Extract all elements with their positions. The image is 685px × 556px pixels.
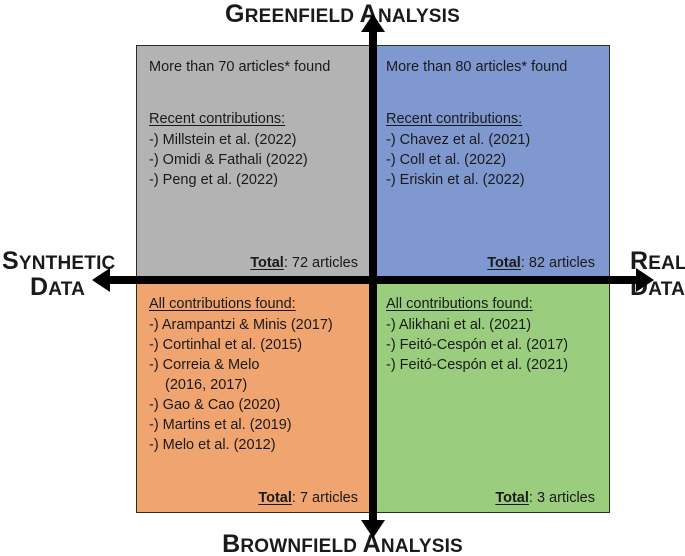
axis-label-left-rest2: ATA: [48, 279, 86, 301]
quadrant-bottom-right-content: All contributions found: -) Alikhani et …: [386, 295, 597, 508]
quadrant-top-left-subheading: Recent contributions:: [149, 111, 286, 128]
quadrant-bottom-left-content: All contributions found: -) Arampantzi &…: [149, 295, 360, 508]
axis-label-right-rest2: ATA: [648, 279, 685, 301]
horizontal-axis-line: [106, 276, 640, 284]
quadrant-top-left-list: -) Millstein et al. (2022) -) Omidi & Fa…: [149, 130, 360, 190]
quadrant-top-right-headline: More than 80 articles* found: [386, 59, 568, 75]
list-item: -) Coll et al. (2022): [386, 152, 507, 169]
total-label: Total: [487, 255, 521, 271]
quadrant-bottom-left: All contributions found: -) Arampantzi &…: [136, 280, 373, 513]
quadrant-bottom-left-total: Total: 7 articles: [258, 490, 358, 506]
list-item: -) Peng et al. (2022): [149, 172, 278, 189]
axis-label-bottom-cap1: B: [222, 530, 241, 556]
total-value: : 7 articles: [291, 490, 358, 506]
axis-label-top: GREENFIELD ANALYSIS: [0, 1, 685, 27]
axis-label-bottom-rest1: ROWNFIELD: [240, 536, 358, 556]
axis-label-left-cap2: D: [30, 273, 49, 302]
arrow-left-icon: [92, 268, 110, 292]
list-item: -) Gao & Cao (2020): [149, 397, 281, 414]
axis-label-top-rest2: NALYSIS: [377, 6, 460, 27]
list-item: -) Omidi & Fathali (2022): [149, 152, 308, 169]
quadrant-bottom-left-list: -) Arampantzi & Minis (2017) -) Cortinha…: [149, 315, 360, 455]
axis-label-top-rest1: REENFIELD: [244, 6, 355, 27]
quadrant-top-left-content: More than 70 articles* found Recent cont…: [149, 58, 360, 273]
list-item: -) Alikhani et al. (2021): [386, 317, 532, 334]
axis-label-left-rest1: YNTHETIC: [18, 253, 116, 274]
list-item-continuation: (2016, 2017): [165, 377, 248, 394]
list-item: -) Feitó-Cespón et al. (2017): [386, 337, 569, 354]
quadrant-top-right: More than 80 articles* found Recent cont…: [373, 45, 610, 280]
list-item: -) Millstein et al. (2022): [149, 132, 297, 149]
list-item: -) Eriskin et al. (2022): [386, 172, 525, 189]
axis-label-left-cap1: S: [2, 247, 19, 275]
arrow-down-icon: [361, 520, 385, 538]
quadrant-top-right-subheading: Recent contributions:: [386, 111, 523, 128]
list-item: -) Martins et al. (2019): [149, 417, 292, 434]
axis-label-right-rest1: EAL: [648, 253, 685, 274]
axis-label-bottom-rest2: NALYSIS: [380, 536, 463, 556]
total-value: : 82 articles: [520, 255, 595, 271]
quadrant-top-left-headline: More than 70 articles* found: [149, 59, 331, 75]
quadrant-top-right-list: -) Chavez et al. (2021) -) Coll et al. (…: [386, 130, 597, 190]
total-label: Total: [250, 255, 284, 271]
quadrant-bottom-right: All contributions found: -) Alikhani et …: [373, 280, 610, 513]
arrow-right-icon: [636, 268, 654, 292]
quadrant-top-left: More than 70 articles* found Recent cont…: [136, 45, 373, 280]
list-item: -) Cortinhal et al. (2015): [149, 337, 303, 354]
total-value: : 3 articles: [528, 490, 595, 506]
quadrant-bottom-right-total: Total: 3 articles: [495, 490, 595, 506]
total-label: Total: [258, 490, 292, 506]
list-item: -) Melo et al. (2012): [149, 437, 276, 454]
quadrant-matrix: More than 70 articles* found Recent cont…: [136, 45, 610, 513]
axis-label-left-line2: DATA: [30, 274, 132, 300]
arrow-up-icon: [361, 14, 385, 32]
axis-label-bottom: BROWNFIELD ANALYSIS: [0, 531, 685, 556]
quadrant-top-right-content: More than 80 articles* found Recent cont…: [386, 58, 597, 273]
quadrant-top-left-total: Total: 72 articles: [250, 255, 358, 271]
quadrant-top-right-total: Total: 82 articles: [487, 255, 595, 271]
total-label: Total: [495, 490, 529, 506]
list-item: -) Feitó-Cespón et al. (2021): [386, 357, 569, 374]
quadrant-bottom-right-subheading: All contributions found:: [386, 296, 533, 312]
quadrant-bottom-left-subheading: All contributions found:: [149, 296, 296, 312]
list-item: -) Correia & Melo: [149, 357, 260, 374]
axis-label-top-cap1: G: [225, 0, 245, 28]
list-item: -) Chavez et al. (2021): [386, 132, 531, 149]
quadrant-bottom-right-list: -) Alikhani et al. (2021) -) Feitó-Cespó…: [386, 315, 597, 375]
list-item: -) Arampantzi & Minis (2017): [149, 317, 333, 334]
axis-label-right-cap1: R: [630, 247, 649, 275]
total-value: : 72 articles: [283, 255, 358, 271]
